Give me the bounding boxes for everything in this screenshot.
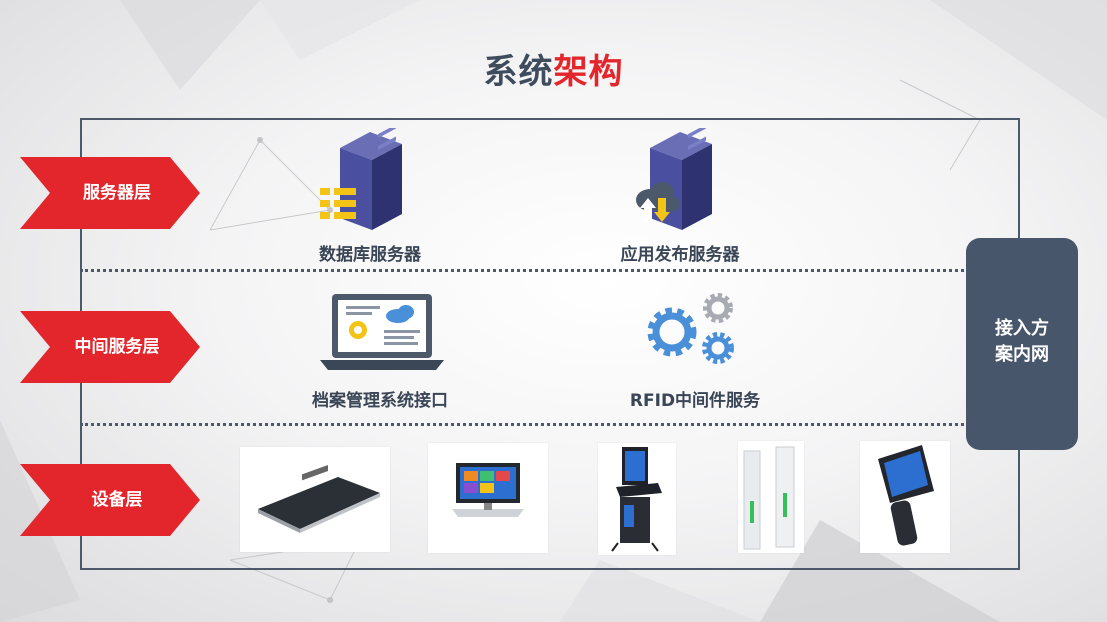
security-gate-icon <box>738 441 804 553</box>
database-server-icon <box>320 128 402 230</box>
all-in-one-pc-icon <box>428 443 548 553</box>
cloud-server-icon <box>636 128 712 230</box>
access-panel: 接入方案内网 <box>966 238 1078 450</box>
layer-separator <box>80 423 970 426</box>
tag-arrow-shape <box>20 157 200 229</box>
layer-tag-device: 设备层 <box>20 464 200 536</box>
layer-tag-middleware: 中间服务层 <box>20 311 200 383</box>
layer-tag-server: 服务器层 <box>20 157 200 229</box>
layer-separator <box>80 269 970 272</box>
handheld-terminal-icon <box>860 441 950 553</box>
layer-tag-label: 中间服务层 <box>74 337 160 357</box>
access-line-1: 接入方 <box>995 318 1049 339</box>
layer-tag-label: 服务器层 <box>83 183 151 203</box>
title-part-2: 架构 <box>553 52 624 92</box>
access-panel-text: 接入方案内网 <box>966 316 1078 368</box>
server-label-app: 应用发布服务器 <box>620 245 740 265</box>
gears-icon <box>647 293 734 364</box>
title-part-1: 系统 <box>483 52 554 92</box>
access-line-2: 案内网 <box>995 344 1049 365</box>
laptop-icon <box>320 294 444 370</box>
self-service-kiosk-icon <box>598 443 676 555</box>
tag-arrow-shape <box>20 464 200 536</box>
layer-tag-label: 设备层 <box>91 490 143 510</box>
page-title: 系统架构 <box>0 44 1107 93</box>
tag-arrow-shape <box>20 311 200 383</box>
middleware-label-rfid: RFID中间件服务 <box>629 391 761 411</box>
middleware-label-archive: 档案管理系统接口 <box>312 391 448 411</box>
server-label-database: 数据库服务器 <box>319 245 421 265</box>
rfid-reader-pad-icon <box>240 447 390 552</box>
